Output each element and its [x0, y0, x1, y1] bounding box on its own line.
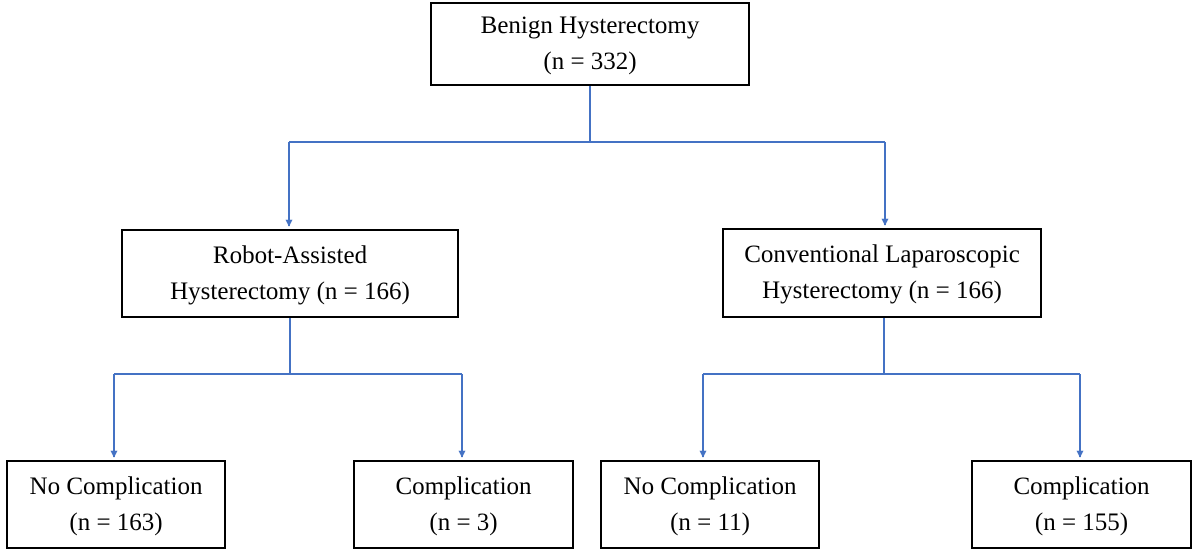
node-label: Conventional Laparoscopic: [744, 241, 1020, 268]
node-count: (n = 155): [1034, 508, 1129, 536]
node-robot-no-complication: No Complication (n = 163): [6, 460, 226, 549]
node-robot-assisted: Robot-Assisted Hysterectomy (n = 166): [121, 229, 459, 318]
node-count: (n = 332): [543, 48, 637, 75]
node-conventional-laparoscopic: Conventional Laparoscopic Hysterectomy (…: [722, 228, 1042, 318]
node-label: Benign Hysterectomy: [480, 12, 700, 39]
node-count: (n = 3): [429, 508, 498, 536]
node-label: No Complication: [29, 472, 203, 500]
node-label: Complication: [1013, 472, 1150, 500]
node-benign-hysterectomy: Benign Hysterectomy (n = 332): [430, 2, 750, 86]
node-label: Robot-Assisted: [212, 241, 368, 269]
node-label: Complication: [395, 472, 532, 500]
node-count: (n = 11): [670, 508, 750, 536]
node-conv-no-complication: No Complication (n = 11): [600, 460, 820, 549]
node-count: Hysterectomy (n = 166): [762, 277, 1002, 304]
node-conv-complication: Complication (n = 155): [971, 460, 1192, 549]
node-count: (n = 163): [69, 508, 163, 536]
node-label: No Complication: [623, 472, 797, 500]
node-count: Hysterectomy (n = 166): [170, 277, 410, 305]
node-robot-complication: Complication (n = 3): [353, 460, 574, 549]
